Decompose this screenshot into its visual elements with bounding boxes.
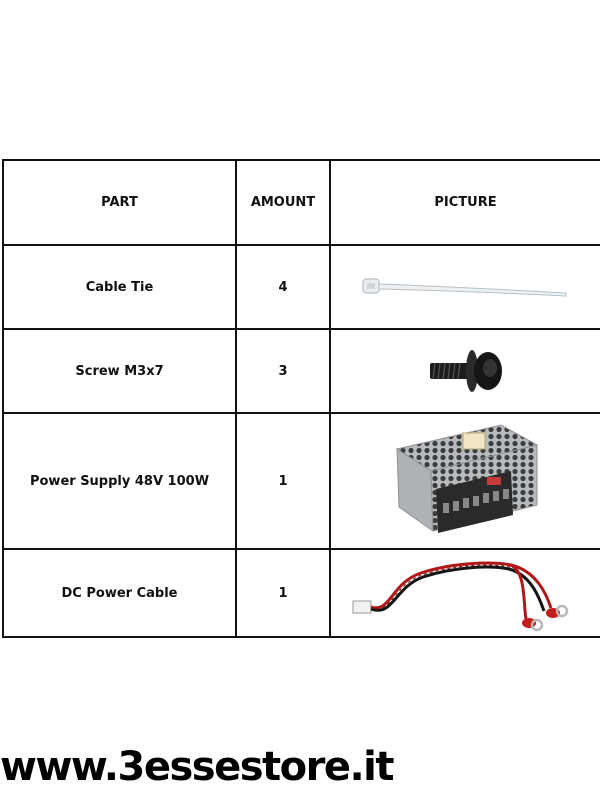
amount-cell: 3: [235, 328, 331, 414]
amount-cell: 4: [235, 244, 331, 330]
table-row: Power Supply 48V 100W 1: [2, 412, 600, 550]
picture-cell: [329, 328, 600, 414]
power-supply-image: [395, 424, 538, 533]
picture-cell: [329, 548, 600, 638]
table-row: Cable Tie 4: [2, 244, 600, 330]
cable-tie-image: [361, 278, 566, 297]
picture-cell: [329, 412, 600, 550]
screw-image: [429, 350, 502, 392]
dc-power-cable-image: [352, 561, 568, 632]
header-amount: AMOUNT: [235, 159, 331, 246]
part-name-cell: DC Power Cable: [2, 548, 237, 638]
header-part: PART: [2, 159, 237, 246]
part-name-cell: Power Supply 48V 100W: [2, 412, 237, 550]
table-row: DC Power Cable 1: [2, 548, 600, 638]
header-picture: PICTURE: [329, 159, 600, 246]
amount-cell: 1: [235, 548, 331, 638]
parts-table: PART AMOUNT PICTURE Cable Tie 4 Screw M3…: [2, 159, 600, 638]
part-name-cell: Screw M3x7: [2, 328, 237, 414]
table-header-row: PART AMOUNT PICTURE: [2, 159, 600, 246]
picture-cell: [329, 244, 600, 330]
website-watermark: www.3essestore.it: [0, 744, 395, 790]
amount-cell: 1: [235, 412, 331, 550]
table-row: Screw M3x7 3: [2, 328, 600, 414]
part-name-cell: Cable Tie: [2, 244, 237, 330]
